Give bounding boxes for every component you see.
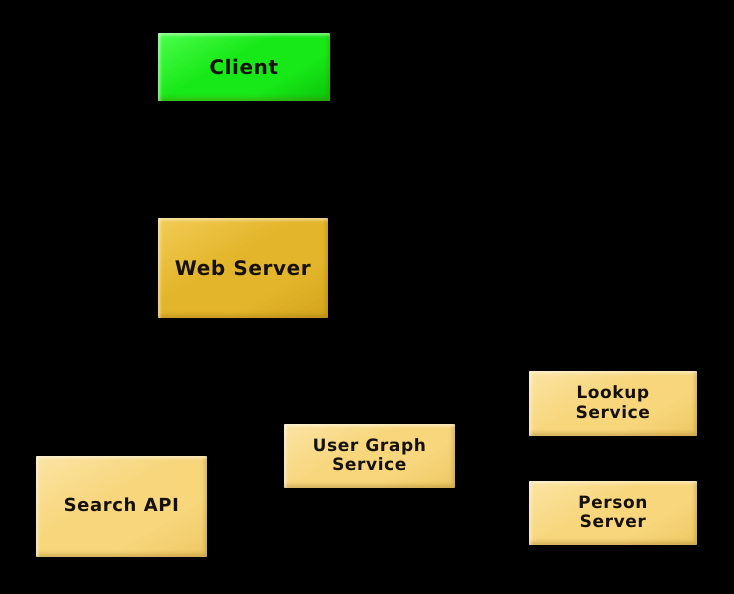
node-web-server-label: Web Server	[174, 255, 312, 280]
node-lookup-service[interactable]: Lookup Service	[529, 371, 697, 436]
node-client[interactable]: Client	[158, 33, 330, 101]
node-search-api-label: Search API	[63, 495, 180, 517]
node-user-graph-service[interactable]: User Graph Service	[284, 424, 455, 488]
node-user-graph-service-label: User Graph Service	[312, 435, 427, 475]
node-person-server[interactable]: Person Server	[529, 481, 697, 545]
node-search-api[interactable]: Search API	[36, 456, 207, 557]
node-web-server[interactable]: Web Server	[158, 218, 328, 318]
node-person-server-label: Person Server	[578, 492, 648, 532]
node-client-label: Client	[209, 54, 279, 79]
node-lookup-service-label: Lookup Service	[575, 383, 651, 423]
